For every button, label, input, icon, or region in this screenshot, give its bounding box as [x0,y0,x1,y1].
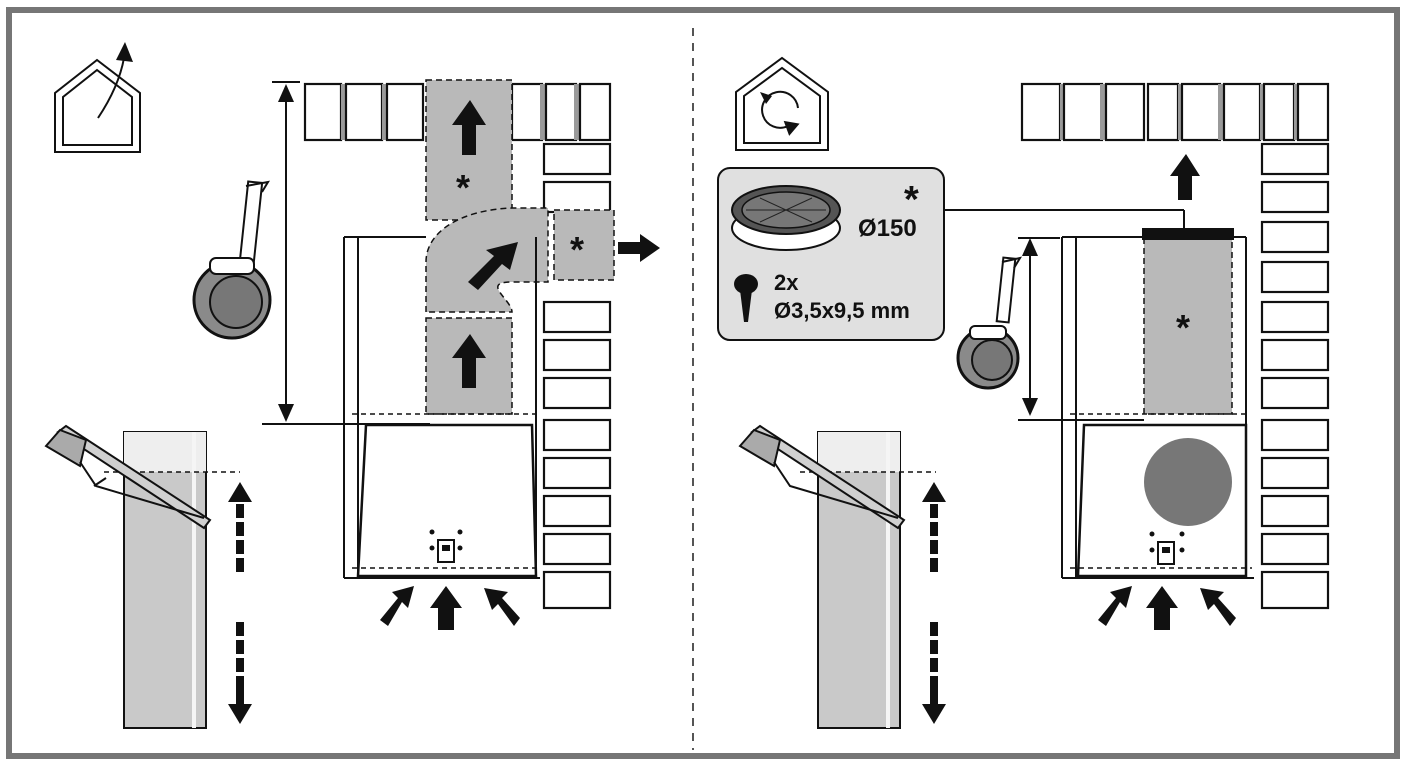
tape-measure-icon [192,180,272,340]
right-panel: * Ø150 2x Ø3,5x9,5 mm [717,56,1330,729]
duct-mark-right: * [1176,307,1190,348]
duct-mark-side: * [570,229,584,270]
exhaust-arrow [1170,154,1200,200]
brick-wall [303,82,612,610]
house-exhaust-icon [54,42,141,153]
air-intake-arrows-right [1098,586,1236,630]
duct-assembly [425,79,660,415]
hacksaw-icon-right [738,424,906,530]
height-dimension-right [1018,237,1144,421]
duct-mark-upper: * [456,167,470,208]
height-dimension [262,81,430,425]
cooker-hood [343,236,540,579]
brick-wall-right [1020,82,1330,610]
carbon-filter-icon [731,185,841,251]
cooker-hood-right [1061,228,1254,579]
screw-size-label: Ø3,5x9,5 mm [774,298,910,323]
chimney-cut-section [104,431,240,729]
filter-mark: * [904,179,919,221]
filter-position-marker [1144,438,1232,526]
air-intake-arrows [380,586,520,630]
filter-callout: * Ø150 2x Ø3,5x9,5 mm [717,167,1185,341]
adjust-range-arrows-right [922,482,946,724]
tape-measure-icon-right [956,256,1023,390]
screw-quantity-label: 2x [774,270,799,295]
hacksaw-icon [44,424,212,530]
left-panel: * * [44,42,660,729]
adjust-range-arrows [228,482,252,724]
screw-icon [734,274,758,322]
house-recirculate-icon [735,56,829,151]
filter-diameter-label: Ø150 [858,215,917,242]
